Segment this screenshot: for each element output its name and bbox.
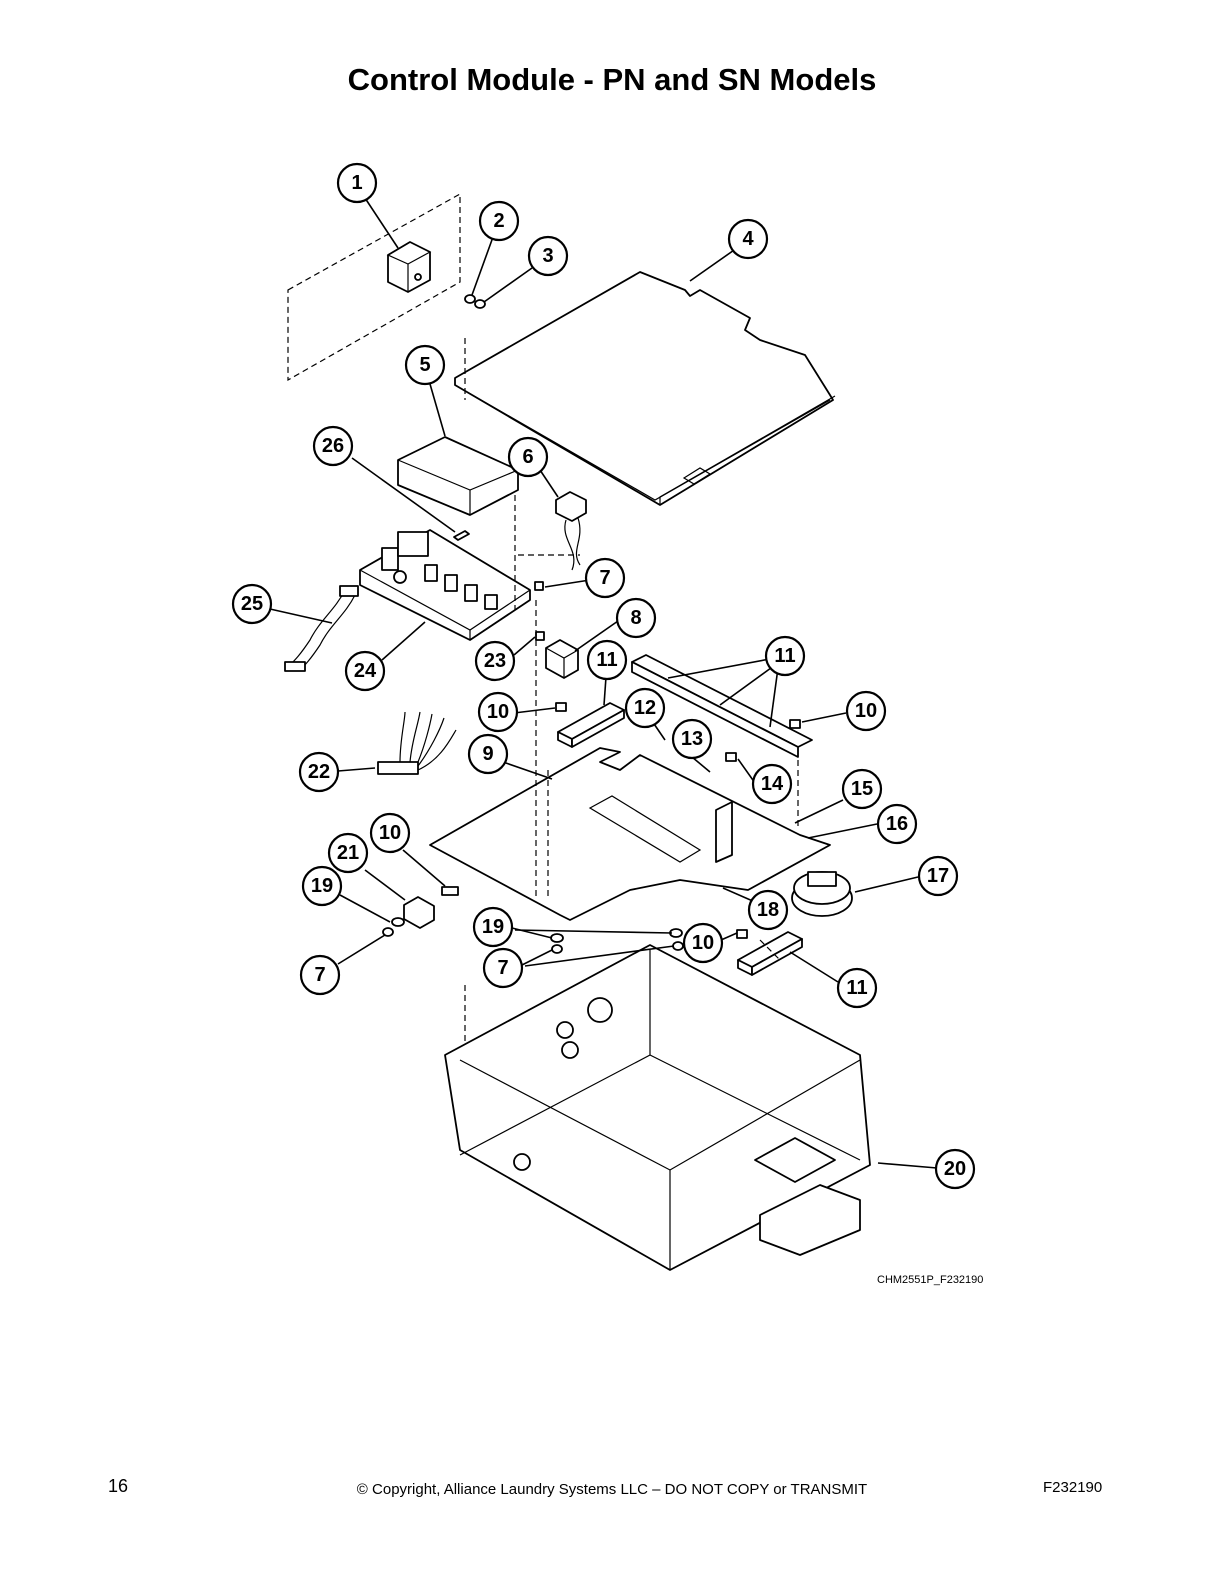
callout-13: 13 (671, 718, 713, 760)
part-4-cover (454, 271, 836, 506)
callout-label: 21 (337, 842, 359, 864)
callout-11: 11 (764, 635, 806, 677)
callout-25: 25 (231, 583, 273, 625)
callout-label: 7 (314, 964, 325, 986)
callout-label: 23 (484, 650, 506, 672)
callout-26: 26 (312, 425, 354, 467)
part-20-cabinet (444, 944, 871, 1271)
callout-label: 6 (522, 446, 533, 468)
callout-14: 14 (751, 763, 793, 805)
callout-label: 14 (761, 773, 784, 795)
part-21-switch (382, 886, 459, 937)
part-22-wire-harness (377, 711, 457, 775)
callout-2: 2 (478, 200, 520, 242)
callout-label: 10 (487, 701, 509, 723)
callout-8: 8 (615, 597, 657, 639)
callout-label: 18 (757, 899, 779, 921)
callout-label: 7 (599, 567, 610, 589)
callout-10: 10 (369, 812, 411, 854)
callout-10: 10 (682, 922, 724, 964)
leader-lines (269, 197, 938, 1169)
callout-label: 16 (886, 813, 908, 835)
callout-label: 20 (944, 1158, 966, 1180)
callout-label: 12 (634, 697, 656, 719)
copyright-notice: © Copyright, Alliance Laundry Systems LL… (356, 1481, 868, 1498)
callout-label: 1 (351, 172, 362, 194)
callout-label: 22 (308, 761, 330, 783)
callout-label: 26 (322, 435, 344, 457)
callout-label: 19 (311, 875, 333, 897)
callout-label: 4 (742, 228, 754, 250)
parts-2-3-washers (464, 294, 486, 309)
part-1-dashed-panel (287, 192, 461, 382)
callout-10: 10 (845, 690, 887, 732)
callout-23: 23 (474, 640, 516, 682)
callout-20: 20 (934, 1148, 976, 1190)
callout-9: 9 (467, 733, 509, 775)
reference-code: CHM2551P_F232190 (877, 1274, 984, 1286)
callout-6: 6 (507, 436, 549, 478)
callout-label: 9 (482, 743, 493, 765)
callout-label: 10 (855, 700, 877, 722)
callout-label: 24 (354, 660, 377, 682)
callout-label: 8 (630, 607, 641, 629)
callout-label: 5 (419, 354, 430, 376)
part-6-relay (555, 491, 587, 571)
callout-label: 10 (692, 932, 714, 954)
callout-label: 10 (379, 822, 401, 844)
callout-label: 2 (493, 210, 504, 232)
callout-1: 1 (336, 162, 378, 204)
part-26-fuse (453, 530, 470, 541)
assembly-guide-lines (464, 338, 799, 1050)
callout-label: 11 (846, 977, 867, 999)
callout-21: 21 (327, 832, 369, 874)
callout-7: 7 (482, 947, 524, 989)
callout-16: 16 (876, 803, 918, 845)
page-title: Control Module - PN and SN Models (347, 62, 877, 97)
part-8-switch (545, 639, 579, 679)
page-number: 16 (108, 1476, 129, 1496)
callout-11: 11 (586, 639, 628, 681)
callout-label: 11 (774, 645, 795, 667)
callout-11: 11 (836, 967, 878, 1009)
callout-19: 19 (472, 906, 514, 948)
callout-15: 15 (841, 768, 883, 810)
callout-label: 19 (482, 916, 504, 938)
callout-label: 17 (927, 865, 949, 887)
callout-4: 4 (727, 218, 769, 260)
callout-5: 5 (404, 344, 446, 386)
callout-12: 12 (624, 687, 666, 729)
callout-label: 15 (851, 778, 873, 800)
callout-10: 10 (477, 691, 519, 733)
callout-7: 7 (299, 954, 341, 996)
callout-7: 7 (584, 557, 626, 599)
part-11-terminal-strip-top (631, 654, 813, 758)
callout-17: 17 (917, 855, 959, 897)
part-24-circuit-board (359, 529, 531, 641)
callout-label: 11 (596, 649, 617, 671)
part-5-box (397, 436, 519, 516)
callout-label: 7 (497, 957, 508, 979)
callout-18: 18 (747, 889, 789, 931)
part-17-pressure-switch (791, 871, 853, 917)
callout-label: 13 (681, 728, 703, 750)
callout-22: 22 (298, 751, 340, 793)
part-9-base-plate (429, 747, 831, 921)
callout-3: 3 (527, 235, 569, 277)
callout-label: 3 (542, 245, 553, 267)
document-id: F232190 (1043, 1479, 1103, 1496)
callout-label: 25 (241, 593, 263, 615)
callout-19: 19 (301, 865, 343, 907)
part-25-ribbon-cable (284, 585, 359, 672)
part-11-terminal-strip-left (557, 702, 625, 748)
callout-24: 24 (344, 650, 386, 692)
